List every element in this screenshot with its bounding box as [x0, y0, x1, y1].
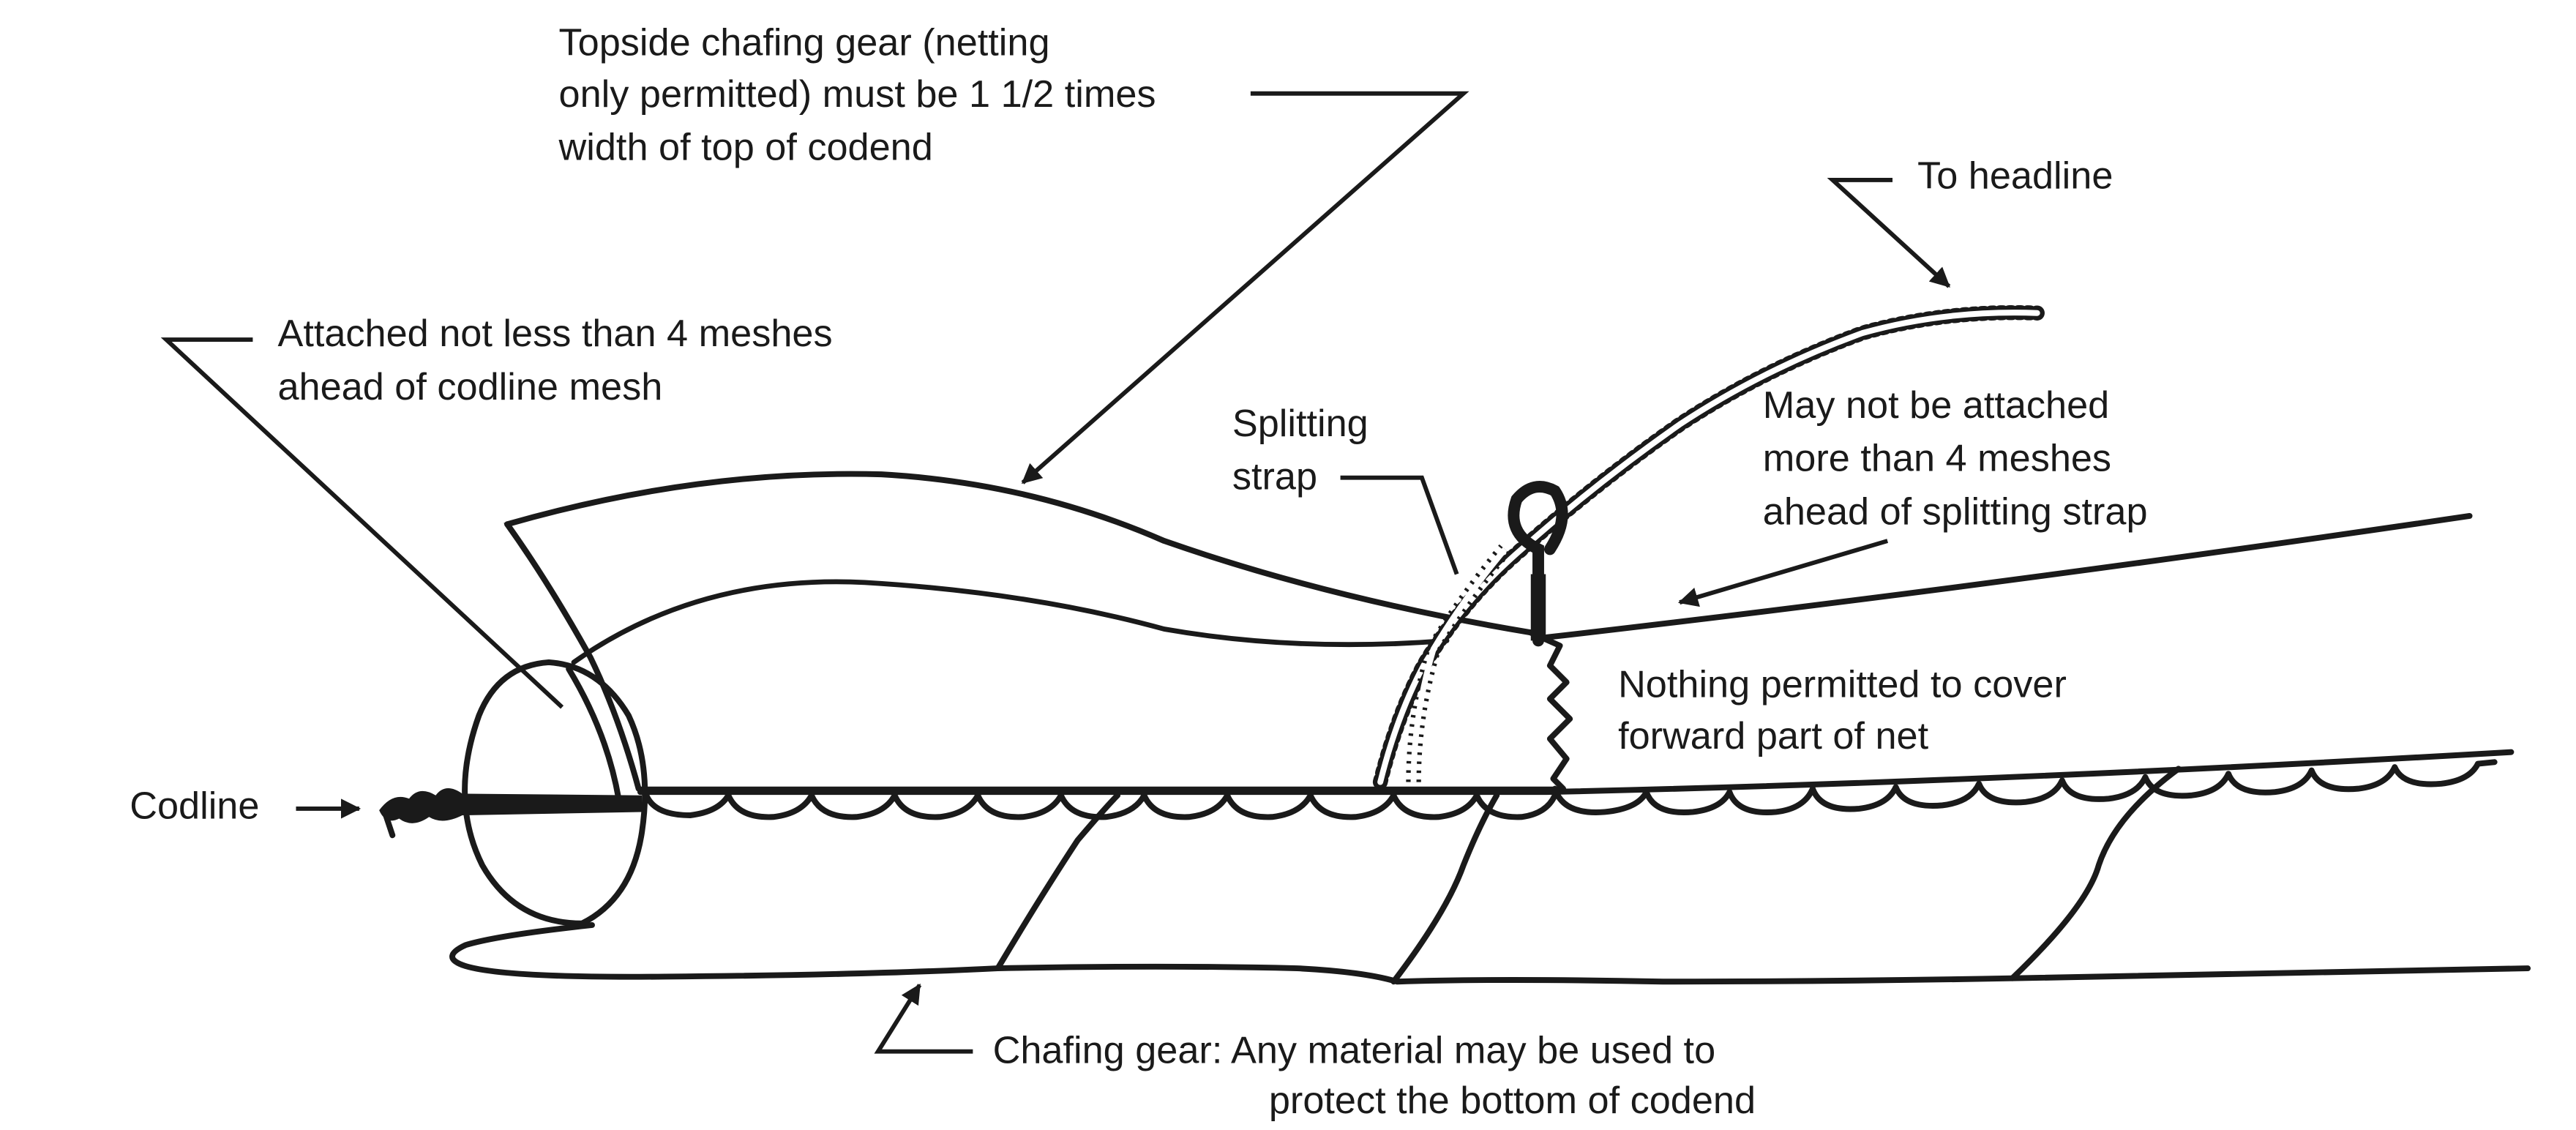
codend-top-edge	[637, 749, 2515, 796]
may-not-leader	[1677, 539, 1889, 607]
chafing-label-line-1: Chafing gear: Any material may be used t…	[993, 1030, 1716, 1072]
splitting-strap-rope	[1372, 304, 2473, 790]
headline-label: To headline	[1917, 154, 2113, 197]
netting-cut-edge	[1527, 629, 1573, 792]
splitting-strap-loop	[1508, 481, 1568, 647]
headline-leader	[1827, 177, 1951, 288]
chafing-gear-bottom-edge	[449, 922, 2531, 985]
codend-inner-upper-line	[571, 579, 1450, 665]
codline-knot	[379, 788, 643, 823]
headline-rope	[1372, 304, 2045, 790]
nothing-label-line-1: Nothing permitted to cover	[1618, 664, 2067, 706]
codend-end	[462, 659, 648, 927]
chafing-fold-2	[1390, 792, 1500, 985]
topside-leader	[1021, 91, 1469, 484]
chafing-label-line-2: protect the bottom of codend	[1269, 1080, 1756, 1122]
codline-label: Codline	[130, 785, 259, 828]
topside-label-line-3: width of top of codend	[558, 127, 933, 169]
may-not-label-line-3: ahead of splitting strap	[1763, 490, 2148, 533]
codline	[379, 788, 643, 839]
attached-leader	[160, 337, 564, 709]
splitting-strap-rope-lower-core	[1410, 547, 1508, 782]
topside-chafing-netting	[503, 471, 1573, 791]
splitting-strap-label-line-1: Splitting	[1232, 403, 1368, 445]
scalloped-edge-left	[642, 789, 1558, 820]
codend-end-seam	[566, 666, 622, 802]
chafing-leader	[874, 983, 973, 1054]
labels: Topside chafing gear (netting only permi…	[130, 21, 2147, 1121]
codline-tail	[383, 812, 396, 839]
may-not-label-line-1: May not be attached	[1763, 384, 2109, 427]
splitting-strap-leader	[1340, 475, 1459, 575]
splitting-strap-shank	[1530, 574, 1546, 641]
nothing-label-line-2: forward part of net	[1618, 715, 1929, 757]
bottom-chafing-gear	[449, 749, 2531, 985]
splitting-strap-label-line-2: strap	[1232, 456, 1317, 498]
attached-label-line-1: Attached not less than 4 meshes	[277, 313, 832, 355]
codend-end-mesh	[462, 659, 648, 927]
attached-label-line-2: ahead of codline mesh	[277, 366, 662, 408]
topside-label-line-2: only permitted) must be 1 1/2 times	[559, 73, 1156, 116]
topside-netting-rear-edge	[504, 521, 642, 792]
codend-netting	[503, 471, 1573, 792]
topside-label-line-1: Topside chafing gear (netting	[559, 21, 1050, 64]
may-not-label-line-2: more than 4 meshes	[1763, 438, 2111, 480]
chafing-fold-3	[2009, 766, 2182, 981]
topside-netting-upper-edge	[504, 471, 1533, 636]
scalloped-edge	[1551, 759, 2498, 815]
leader-lines	[160, 91, 1951, 1054]
chafing-fold-1	[995, 792, 1121, 972]
forward-net-top-line	[1543, 512, 2473, 640]
headline-rope-core	[1377, 310, 2040, 785]
